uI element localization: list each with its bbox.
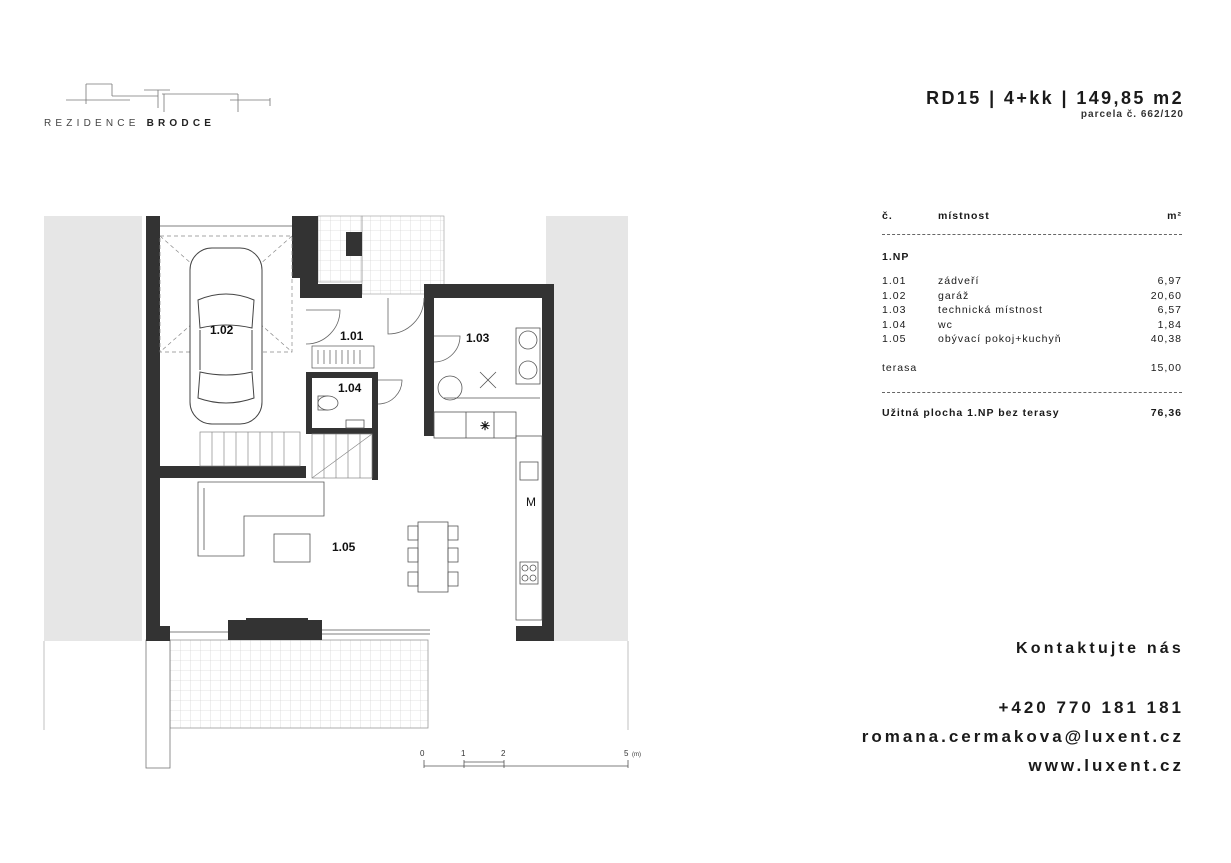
walls — [146, 216, 554, 641]
total-label: Užitná plocha 1.NP bez terasy — [882, 407, 1060, 419]
room-area-table: č. místnost m² 1.NP 1.01 zádveří 6,97 1.… — [882, 210, 1182, 422]
scale-unit: (m) — [632, 752, 641, 758]
contact-phone[interactable]: +420 770 181 181 — [998, 698, 1184, 717]
column-header-unit: m² — [1167, 210, 1182, 222]
table-header: č. místnost m² — [882, 210, 1182, 225]
divider — [882, 392, 1182, 393]
sofa-icon — [197, 481, 325, 557]
logo-wordmark: REZIDENCE BRODCE — [44, 118, 216, 129]
parcel-number: parcela č. 662/120 — [1080, 109, 1184, 120]
column-header-room: místnost — [938, 210, 990, 222]
table-row: 1.04 wc 1,84 — [882, 319, 1182, 334]
table-row: 1.01 zádveří 6,97 — [882, 275, 1182, 290]
room-label: 1.03 — [466, 331, 490, 345]
scale-tick-label: 0 — [420, 749, 425, 758]
technical-equipment — [437, 327, 541, 401]
room-name: zádveří — [938, 275, 980, 287]
total-row: Užitná plocha 1.NP bez terasy 76,36 — [882, 407, 1182, 422]
doors — [305, 297, 461, 405]
neighbour-building-right — [546, 216, 628, 641]
bin-storage — [317, 215, 363, 283]
wardrobe — [311, 345, 375, 369]
scale-tick-label: 5 — [624, 749, 629, 758]
column-header-number: č. — [882, 210, 893, 222]
terrace-area: 15,00 — [1150, 361, 1182, 374]
logo-skyline-icon — [66, 83, 271, 112]
coffee-table-icon — [273, 533, 311, 563]
scale-bar — [423, 760, 629, 768]
table-row: 1.05 obývací pokoj+kuchyň 40,38 — [882, 333, 1182, 348]
room-area: 6,97 — [1157, 275, 1182, 287]
room-name: obývací pokoj+kuchyň — [938, 333, 1062, 345]
room-number: 1.05 — [882, 333, 907, 345]
room-number: 1.04 — [882, 318, 907, 331]
tv-unit — [246, 618, 308, 622]
scale-tick-label: 2 — [501, 749, 506, 758]
page-title: RD15 | 4+kk | 149,85 m2 — [926, 88, 1184, 108]
kitchen-mark: M — [526, 495, 536, 509]
room-label: 1.04 — [338, 381, 362, 395]
total-area: 76,36 — [1150, 407, 1182, 419]
dining-table-icon — [407, 521, 459, 593]
room-area: 40,38 — [1150, 333, 1182, 345]
room-name: garáž — [938, 289, 970, 302]
fan-icon: ✳ — [480, 419, 490, 433]
terrace-label: terasa — [882, 361, 918, 374]
toilet-icon — [317, 395, 365, 429]
divider — [882, 233, 1182, 235]
kitchen-counter — [433, 411, 543, 621]
room-area: 1,84 — [1157, 318, 1182, 331]
contact-website[interactable]: www.luxent.cz — [1028, 756, 1184, 775]
room-name: technická místnost — [938, 304, 1043, 316]
room-label: 1.05 — [332, 540, 356, 554]
room-name: wc — [938, 318, 953, 331]
table-row: 1.02 garáž 20,60 — [882, 290, 1182, 305]
car-icon — [189, 247, 263, 425]
room-label: 1.02 — [210, 323, 234, 337]
table-row: 1.03 technická místnost 6,57 — [882, 304, 1182, 319]
contact-heading: Kontaktujte nás — [1015, 640, 1184, 657]
contact-email[interactable]: romana.cermakova@luxent.cz — [861, 727, 1184, 746]
neighbour-building-left — [44, 216, 142, 641]
garden-wall — [145, 639, 171, 769]
floor-label: 1.NP — [882, 250, 910, 263]
room-area: 6,57 — [1157, 304, 1182, 316]
terrace — [169, 639, 429, 729]
scale-tick-label: 1 — [461, 749, 466, 758]
room-number: 1.03 — [882, 304, 907, 316]
entrance-paving — [361, 215, 445, 295]
room-number: 1.02 — [882, 289, 907, 302]
room-number: 1.01 — [882, 275, 907, 287]
room-area: 20,60 — [1150, 289, 1182, 302]
stairs — [199, 431, 373, 479]
room-label: 1.01 — [340, 329, 364, 343]
terrace-row: terasa 15,00 — [882, 362, 1182, 377]
garage-door-outline — [159, 235, 293, 353]
